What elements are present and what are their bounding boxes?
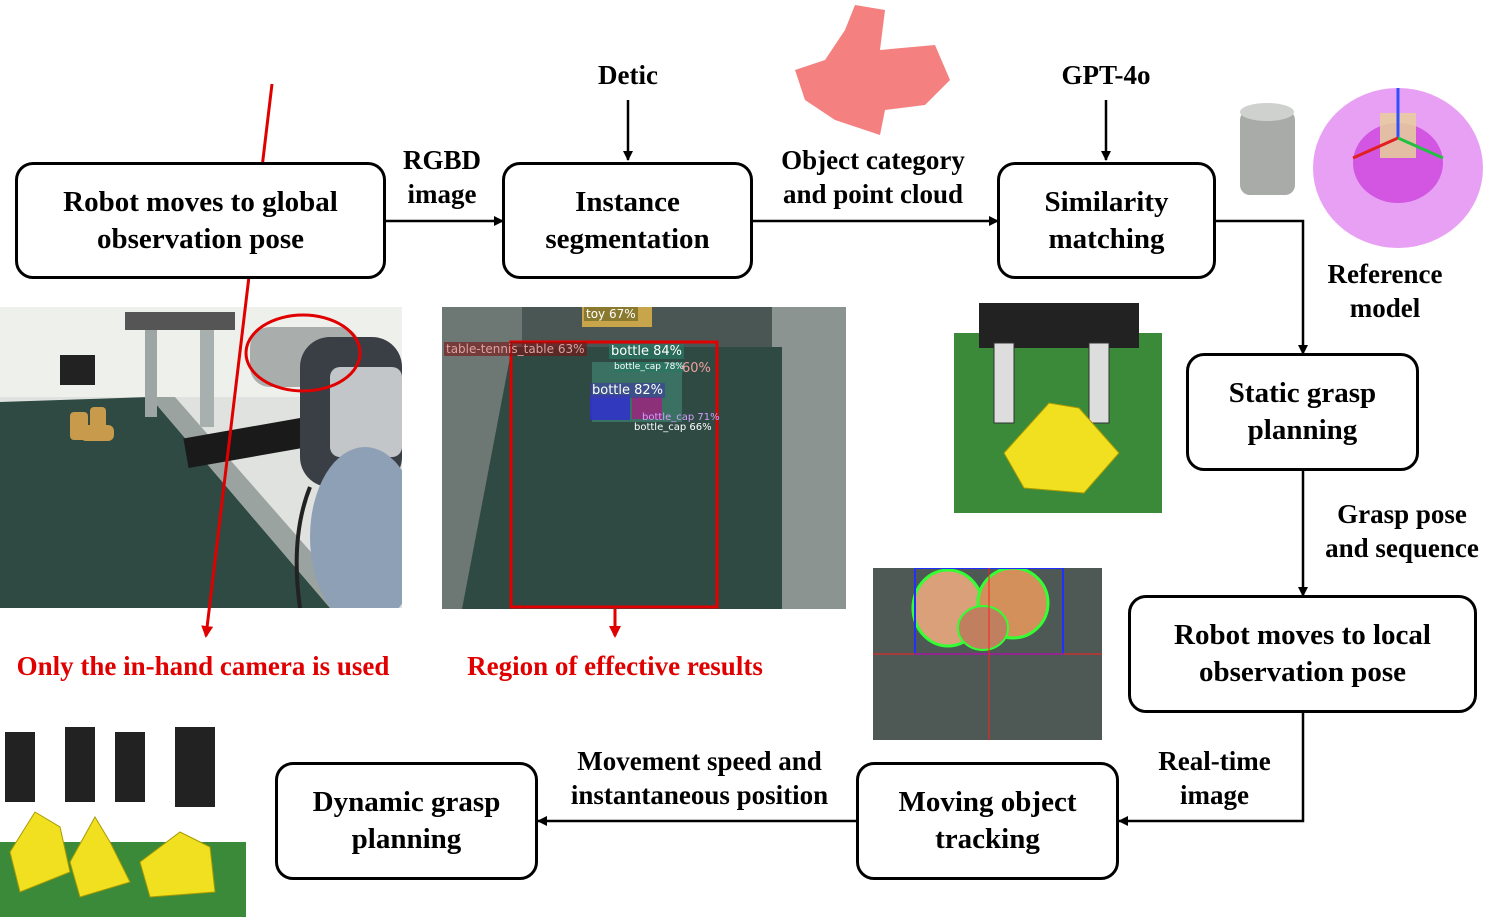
edge-label-reference: Reference model [1327, 259, 1443, 323]
robot-photo [0, 307, 402, 608]
segmentation-graphic [442, 307, 846, 609]
node-tracking: Moving object tracking [856, 762, 1119, 880]
tracking-view [873, 568, 1102, 740]
static-grasp-render [954, 303, 1162, 513]
det-60: 60% [682, 361, 711, 376]
grasp-model-graphic [1313, 88, 1483, 248]
det-cap-1: bottle_cap 78% [614, 362, 684, 372]
edge-label-grasp-pose: Grasp pose and sequence [1325, 499, 1479, 563]
reference-grasp-model [1308, 78, 1488, 258]
node-global-pose-label: Robot moves to global observation pose [63, 185, 338, 255]
node-tracking-label: Moving object tracking [898, 786, 1077, 855]
dynamic-grasp-render [0, 722, 246, 917]
node-local-pose-label: Robot moves to local observation pose [1174, 619, 1431, 688]
edge-label-object-cloud: Object category and point cloud [781, 145, 965, 209]
can-graphic [1240, 103, 1295, 195]
dynamic-grasp-graphic [0, 722, 246, 917]
node-global-pose: Robot moves to global observation pose [15, 162, 386, 279]
point-cloud [785, 0, 955, 140]
reference-can [1230, 100, 1305, 200]
node-instance-seg: Instance segmentation [502, 162, 753, 279]
edge-label-rgbd: RGBD image [402, 145, 481, 209]
annotation-region: Region of effective results [467, 651, 763, 681]
det-table: table-tennis_table 63% [444, 342, 587, 356]
node-static-grasp-label: Static grasp planning [1228, 377, 1377, 446]
edge-label-movement: Movement speed and instantaneous positio… [570, 746, 829, 810]
segmentation-view: toy 67% table-tennis_table 63% bottle 84… [442, 307, 846, 609]
arrow-local-to-track [1118, 712, 1305, 826]
annotation-in-hand: Only the in-hand camera is used [16, 651, 390, 681]
node-similarity-label: Similarity matching [1044, 185, 1169, 255]
input-gpt: GPT-4o [1061, 60, 1151, 90]
input-detic: Detic [598, 60, 658, 90]
node-similarity: Similarity matching [997, 162, 1216, 279]
det-cap-2: bottle_cap 71% [642, 412, 720, 423]
robot-photo-graphic [0, 307, 402, 608]
node-dynamic-grasp-label: Dynamic grasp planning [312, 786, 501, 855]
static-grasp-graphic [954, 303, 1162, 513]
det-toy: toy 67% [584, 307, 638, 321]
node-instance-seg-label: Instance segmentation [545, 185, 710, 255]
det-bottle-1: bottle 84% [609, 344, 685, 359]
node-dynamic-grasp: Dynamic grasp planning [275, 762, 538, 880]
det-bottle-2: bottle 82% [590, 383, 666, 398]
det-cap-3: bottle_cap 66% [634, 422, 712, 433]
edge-label-realtime: Real-time image [1158, 746, 1271, 810]
tracking-graphic [873, 568, 1102, 740]
node-local-pose: Robot moves to local observation pose [1128, 595, 1477, 713]
arrow-sim-to-static [1215, 219, 1308, 355]
node-static-grasp: Static grasp planning [1186, 353, 1419, 471]
point-cloud-graphic [795, 5, 950, 135]
